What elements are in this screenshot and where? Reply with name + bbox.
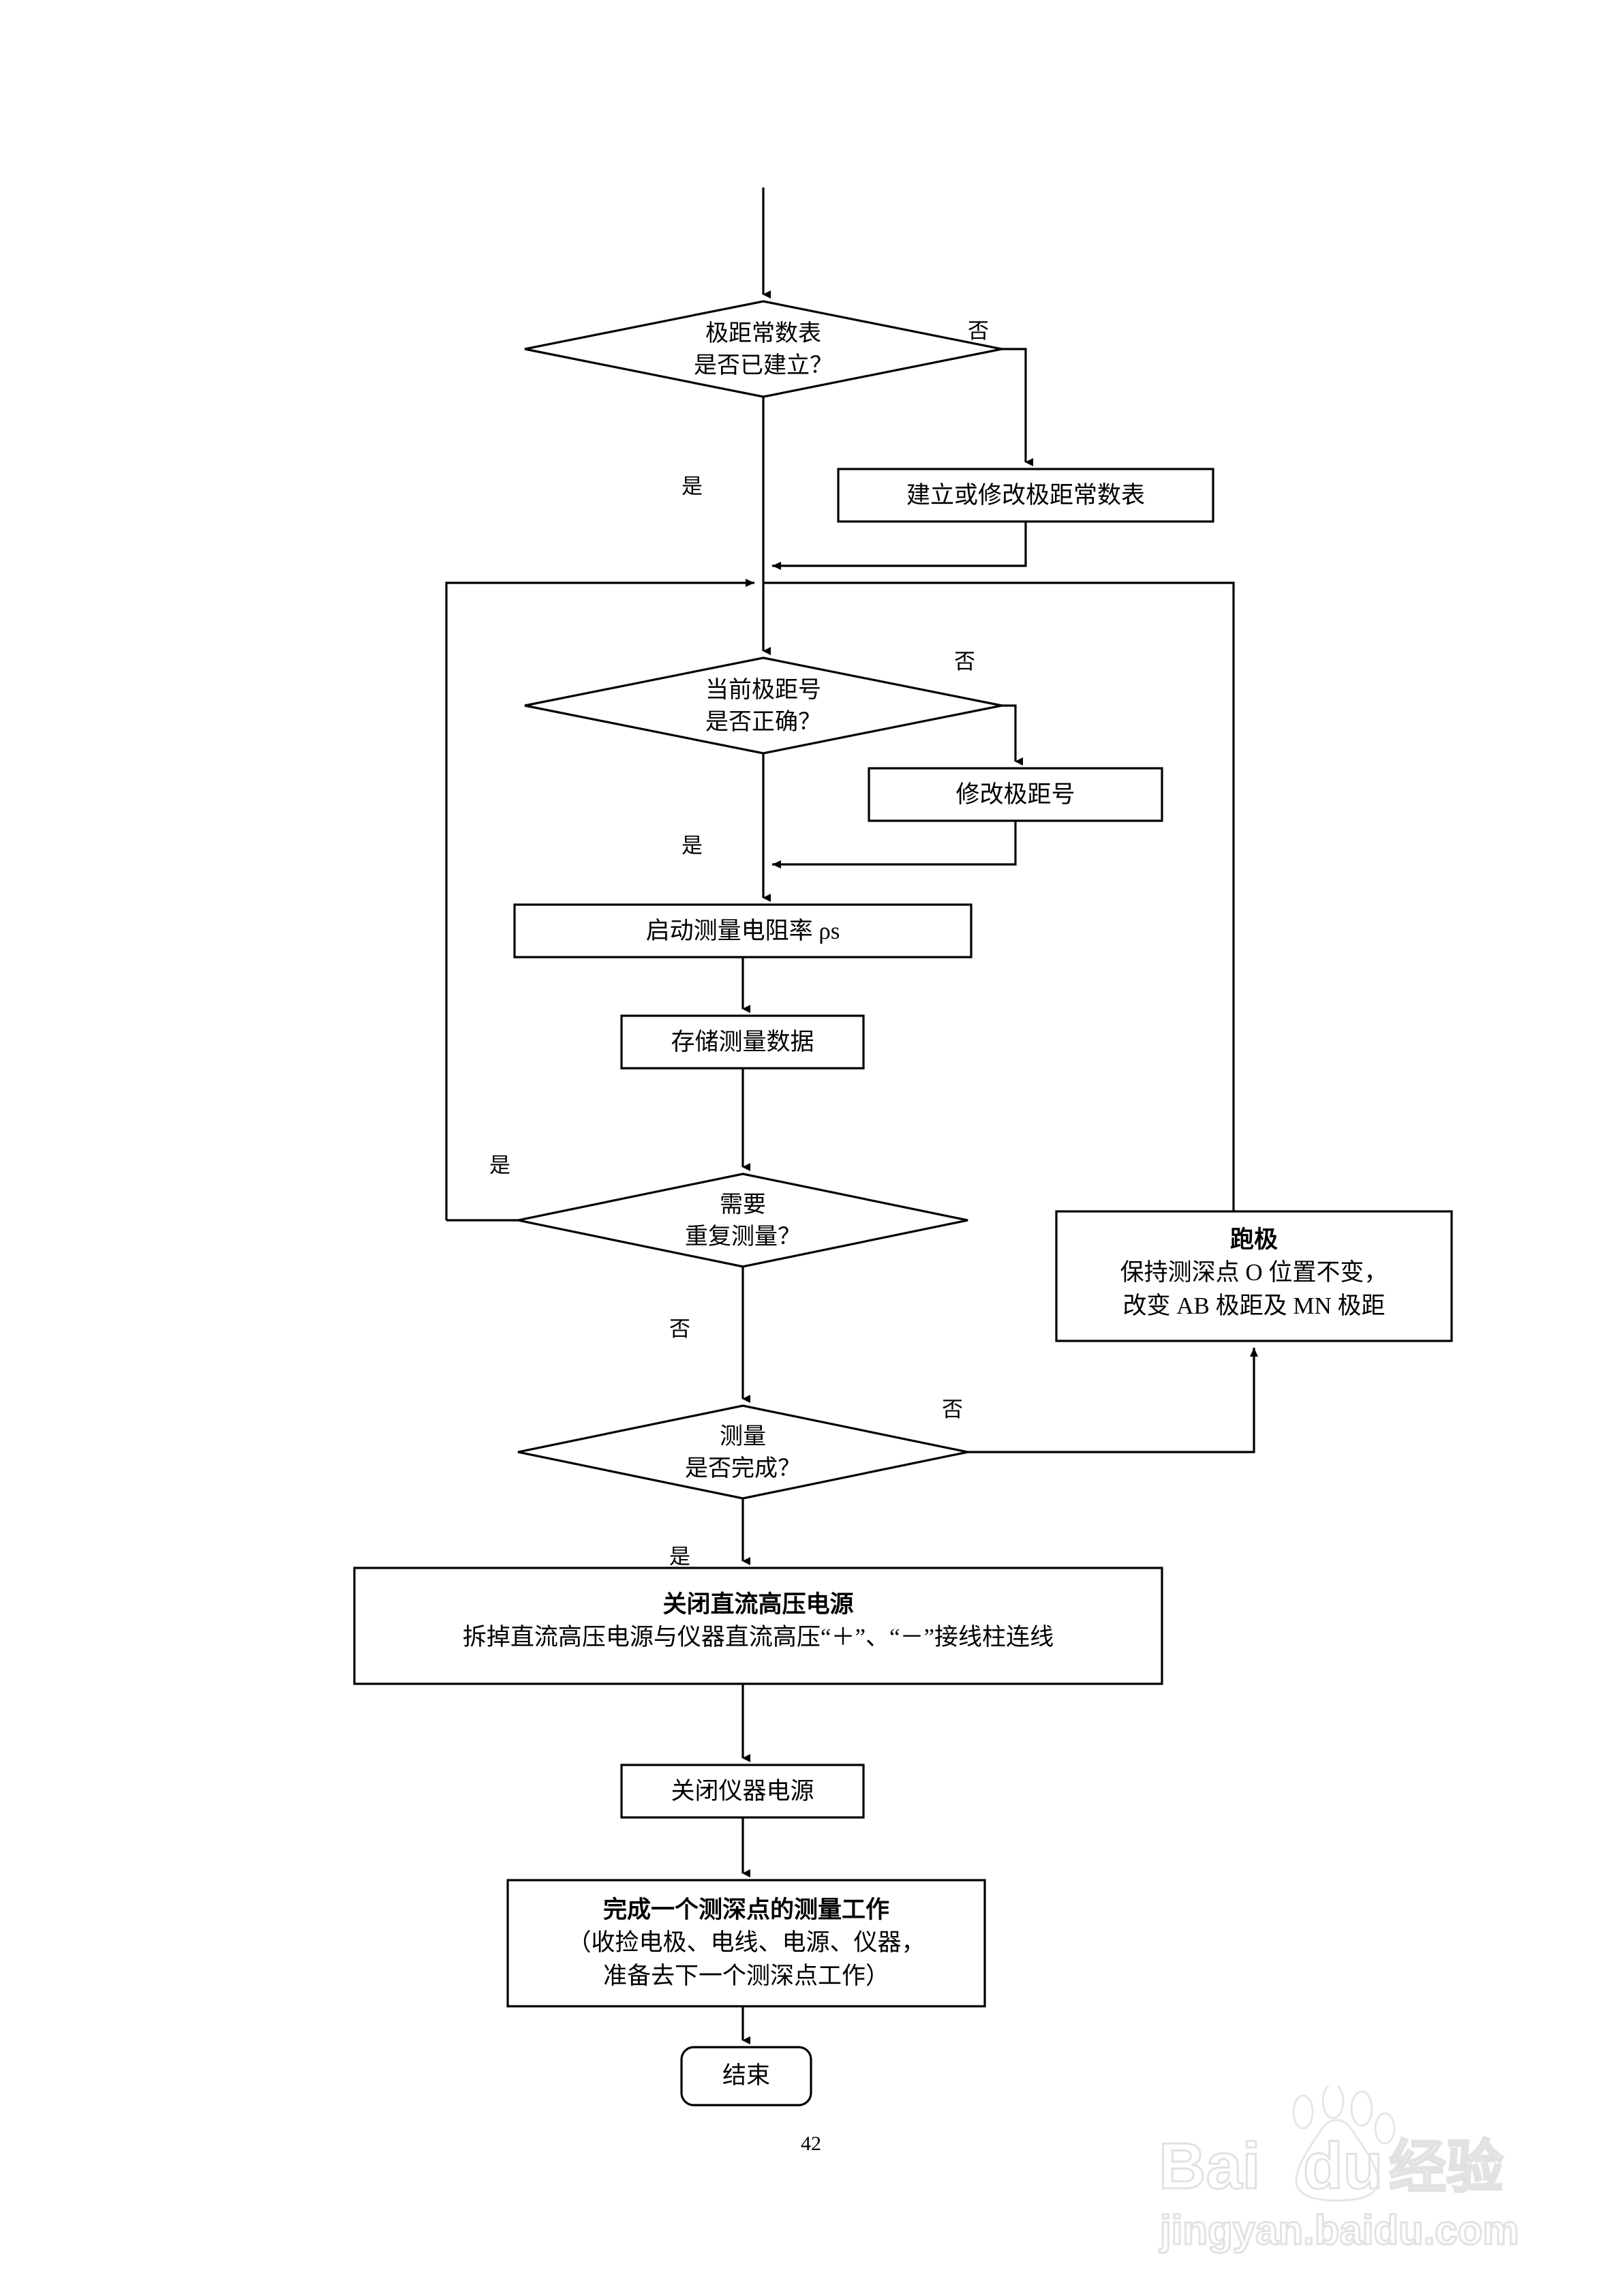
process-label-edit-pole-number: 修改极距号 [955, 781, 1075, 808]
page-number: 42 [801, 2132, 821, 2155]
decision-label-pole-table-exists: 极距常数表 是否已建立？ [694, 321, 833, 378]
edge-loop-top-right [763, 581, 1235, 1211]
edge-d2-no-to-p2 [1002, 704, 1023, 766]
edge-label-d4-yes: 是 [669, 1545, 690, 1569]
edge-label-d2-no: 否 [954, 650, 975, 674]
process-label-create-edit-table: 建立或修改极距常数表 [906, 482, 1145, 509]
process-label-shutdown-instrument: 关闭仪器电源 [671, 1778, 814, 1804]
edge-label-d3-yes: 是 [489, 1153, 510, 1177]
edge-label-d1-yes: 是 [682, 474, 703, 498]
process-label-point-complete: 完成一个测深点的测量工作（收捡电极、电线、电源、仪器，准备去下一个测深点工作） [567, 1897, 925, 1989]
edge-label-d4-no: 否 [942, 1398, 963, 1421]
process-label-move-electrodes: 跑极保持测深点 O 位置不变，改变 AB 极距及 MN 极距 [1120, 1226, 1388, 1319]
process-shape-shutdown-hv [353, 1567, 1163, 1685]
edge-p2-to-merge2 [772, 821, 1017, 868]
edge-label-d2-yes: 是 [682, 834, 703, 858]
process-shape-point-complete [506, 1879, 986, 2008]
edge-d1-no-to-p1 [1002, 348, 1033, 466]
decision-label-current-pole-number: 当前极距号 是否正确？ [705, 678, 821, 735]
process-label-shutdown-hv: 关闭直流高压电源拆掉直流高压电源与仪器直流高压“＋”、“－”接线柱连线 [462, 1591, 1054, 1651]
terminator-label-end: 结束 [722, 2062, 770, 2089]
process-label-start-measure: 启动测量电阻率 ρs [645, 918, 840, 944]
process-label-store-data: 存储测量数据 [671, 1029, 814, 1055]
process-shape-move-electrodes [1055, 1210, 1453, 1342]
terminator-shape-end [680, 2046, 812, 2106]
edge-p1-to-merge [772, 522, 1027, 570]
edge-loop-left-to-merge [445, 579, 754, 1220]
decision-label-repeat-measure: 需要 重复测量？ [685, 1192, 801, 1250]
edge-label-d1-no: 否 [968, 319, 989, 343]
edge-label-d3-no: 否 [669, 1317, 690, 1341]
decision-label-measure-complete: 测量 是否完成？ [685, 1424, 801, 1481]
edge-d4-no-to-p5 [968, 1348, 1258, 1453]
